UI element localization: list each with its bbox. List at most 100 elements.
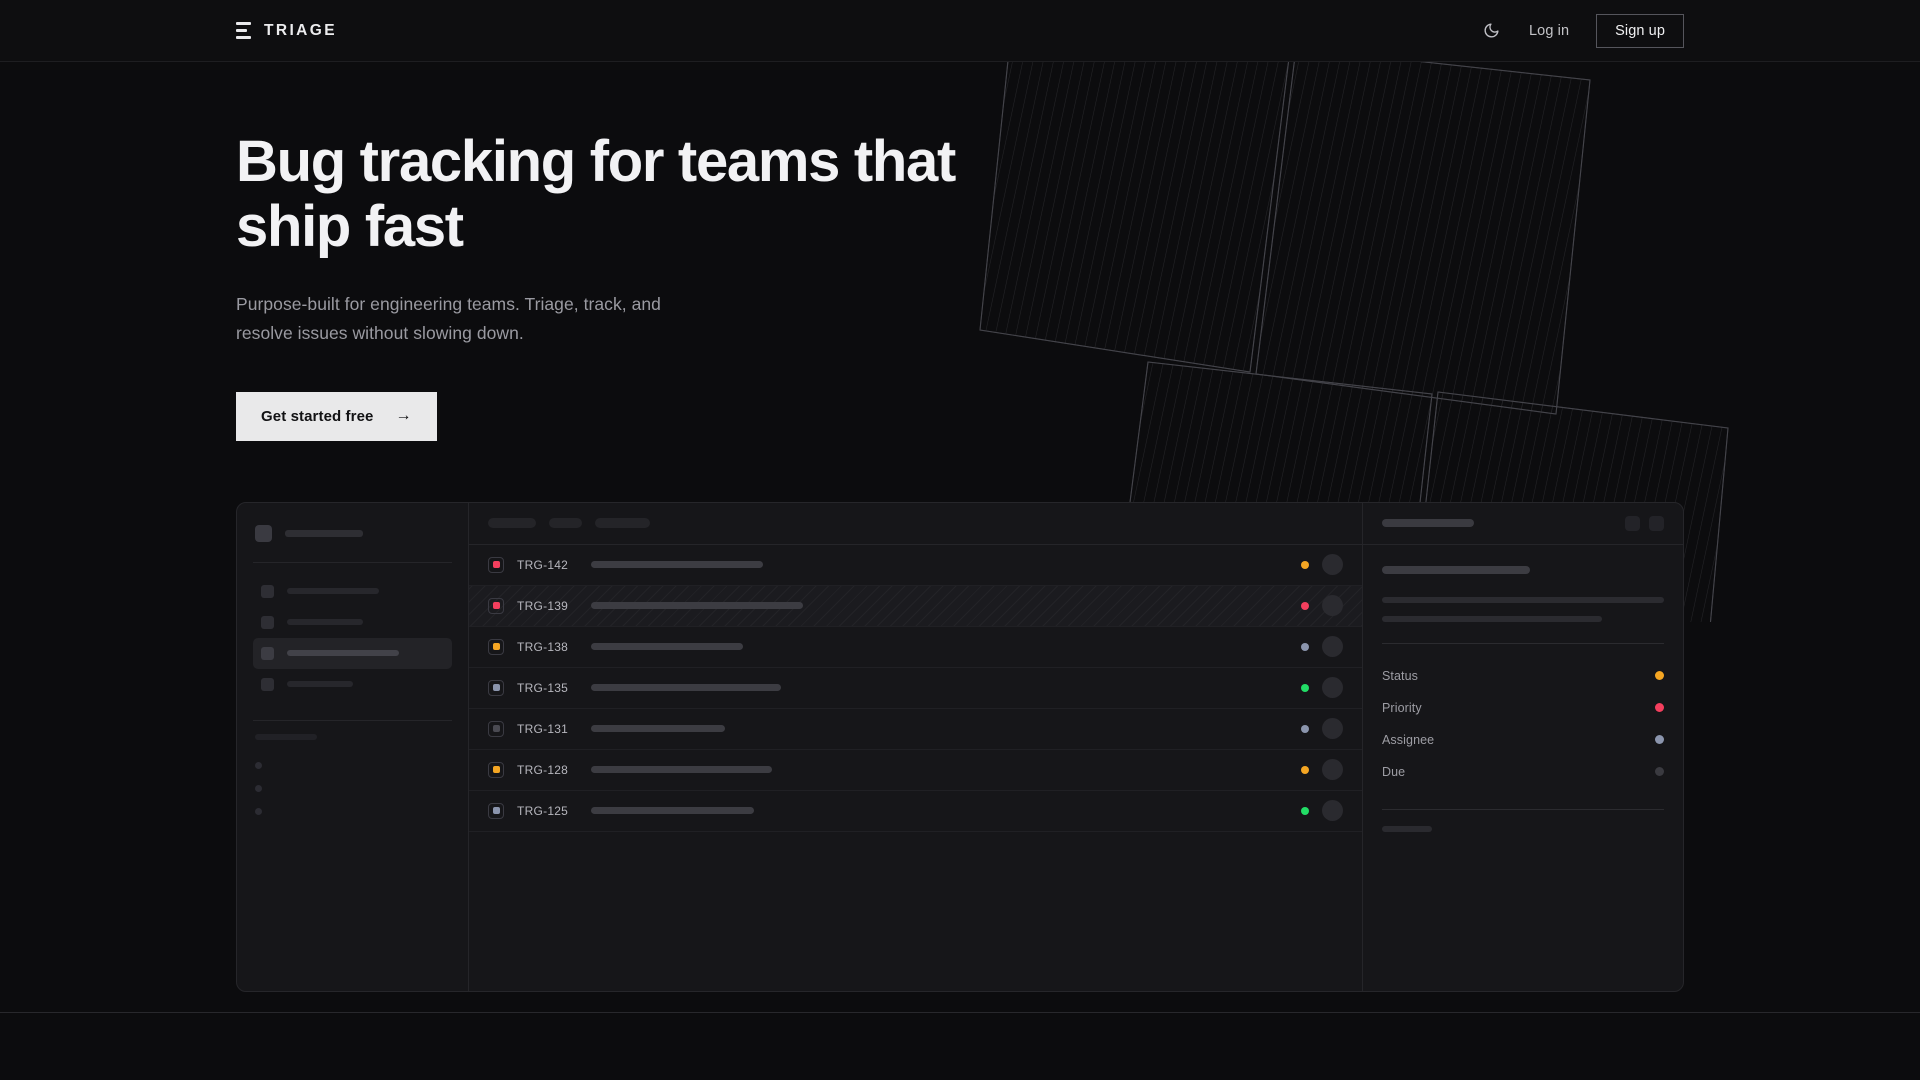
detail-action-button-1[interactable] [1649, 515, 1664, 531]
meta-row-priority[interactable]: Priority [1382, 692, 1664, 724]
issue-id: TRG-139 [517, 598, 569, 613]
login-link[interactable]: Log in [1529, 22, 1570, 39]
table-row[interactable]: TRG-131 [469, 709, 1362, 750]
sidebar-item-3[interactable] [253, 669, 452, 700]
status-dot-icon [1301, 642, 1309, 651]
filter-chip-0[interactable] [488, 518, 536, 529]
sidebar-project-item-0[interactable] [253, 754, 452, 777]
avatar [1322, 554, 1343, 576]
cta-label: Get started free [261, 407, 374, 425]
issue-id: TRG-138 [517, 639, 569, 654]
top-navigation-bar: TRIAGE Log in Sign up [0, 0, 1920, 62]
activity-item-1 [1382, 854, 1664, 876]
sidebar-divider [253, 561, 452, 563]
meta-label: Priority [1382, 700, 1422, 715]
activity-item-0 [1382, 832, 1664, 854]
row-meta [1301, 636, 1343, 658]
sidebar-item-label [287, 588, 379, 595]
issue-title-placeholder [591, 602, 803, 610]
meta-label: Assignee [1382, 732, 1435, 747]
workspace-switcher[interactable] [253, 520, 452, 542]
status-dot-icon [1301, 806, 1309, 815]
table-row[interactable]: TRG-139 [469, 585, 1362, 627]
issue-type-badge-icon [488, 802, 504, 819]
issue-type-badge-icon [488, 679, 504, 696]
nav-actions: Log in Sign up [1480, 13, 1684, 48]
sidebar-divider-2 [253, 719, 452, 721]
detail-action-button-0[interactable] [1625, 515, 1640, 531]
signup-button[interactable]: Sign up [1596, 13, 1684, 48]
project-dot-icon [255, 784, 262, 792]
page-title: Bug tracking for teams that ship fast [236, 129, 956, 259]
table-row[interactable]: TRG-142 [469, 545, 1362, 586]
row-meta [1301, 759, 1343, 781]
sidebar-item-label [287, 681, 353, 688]
table-row[interactable]: TRG-128 [469, 750, 1362, 791]
issue-title-placeholder [591, 643, 743, 651]
issue-id: TRG-128 [517, 762, 569, 777]
avatar [1322, 636, 1343, 658]
row-meta [1301, 800, 1343, 822]
avatar [1322, 718, 1343, 740]
status-dot-icon [1301, 683, 1309, 692]
issue-title-placeholder [591, 725, 725, 733]
meta-value-dot-icon [1655, 735, 1664, 745]
activity-label-placeholder [1382, 825, 1432, 832]
issue-id: TRG-135 [517, 680, 569, 695]
filter-chip-2[interactable] [595, 518, 650, 529]
sidebar-project-item-2[interactable] [253, 800, 452, 823]
mockup-sidebar [237, 502, 469, 991]
sidebar-item-2[interactable] [253, 637, 452, 669]
filter-chip-1[interactable] [549, 518, 582, 529]
status-dot-icon [1301, 724, 1309, 733]
detail-panel-header [1363, 503, 1683, 545]
detail-paragraph-line-2 [1382, 615, 1602, 622]
sidebar-item-icon [261, 615, 274, 629]
issue-title-placeholder [591, 561, 763, 569]
table-row[interactable]: TRG-138 [469, 627, 1362, 668]
moon-icon[interactable] [1480, 20, 1502, 42]
avatar [1322, 759, 1343, 781]
brand-name: TRIAGE [264, 21, 337, 39]
meta-value-dot-icon [1655, 671, 1664, 681]
issue-title-placeholder [591, 807, 754, 815]
meta-row-due[interactable]: Due [1382, 756, 1664, 788]
sidebar-item-icon [261, 584, 274, 598]
detail-heading-placeholder [1382, 565, 1530, 574]
sidebar-item-1[interactable] [253, 607, 452, 638]
issue-type-badge-icon [488, 720, 504, 737]
table-row[interactable]: TRG-135 [469, 668, 1362, 709]
sidebar-nav-list [253, 576, 452, 700]
hero-subtitle: Purpose-built for engineering teams. Tri… [236, 293, 661, 344]
brand-logo[interactable]: TRIAGE [236, 22, 337, 40]
meta-label: Status [1382, 668, 1419, 683]
sidebar-item-icon [261, 646, 274, 660]
sidebar-item-0[interactable] [253, 576, 452, 607]
issue-title-placeholder [591, 766, 772, 774]
meta-row-assignee[interactable]: Assignee [1382, 724, 1664, 756]
status-dot-icon [1301, 560, 1309, 569]
sidebar-project-item-1[interactable] [253, 777, 452, 800]
issue-type-badge-icon [488, 638, 504, 655]
status-dot-icon [1301, 601, 1309, 610]
meta-row-status[interactable]: Status [1382, 660, 1664, 692]
issue-type-badge-icon [488, 556, 504, 573]
workspace-name-placeholder [285, 529, 363, 537]
sidebar-item-label [287, 650, 399, 657]
issue-type-badge-icon [488, 761, 504, 778]
sidebar-project-list [253, 754, 452, 823]
get-started-button[interactable]: Get started free → [236, 391, 437, 441]
table-row[interactable]: TRG-125 [469, 791, 1362, 832]
detail-divider [1382, 642, 1664, 644]
row-meta [1301, 554, 1343, 576]
page-bottom-divider [0, 1012, 1920, 1013]
issue-id: TRG-125 [517, 803, 569, 818]
issue-id: TRG-131 [517, 721, 569, 736]
hero-section: Bug tracking for teams that ship fast Pu… [0, 62, 1920, 441]
row-meta [1301, 718, 1343, 740]
